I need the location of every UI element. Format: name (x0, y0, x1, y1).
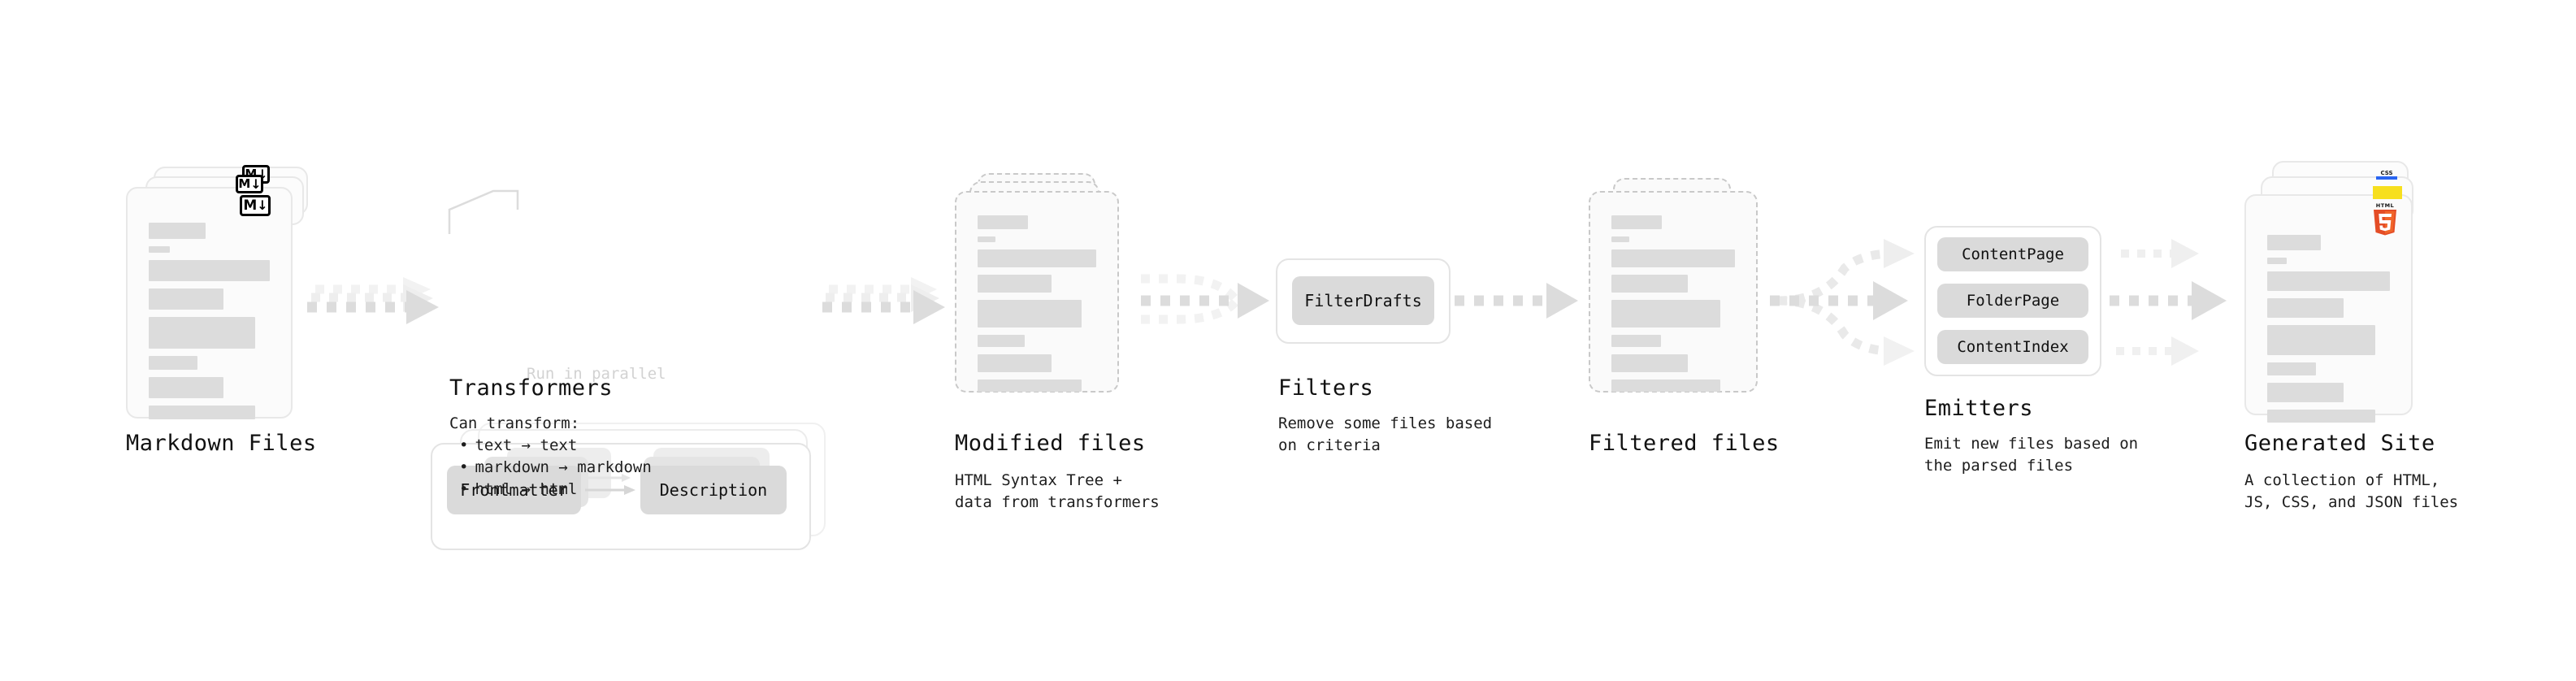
content-bar (1611, 380, 1720, 392)
content-bar (149, 317, 256, 349)
transformer-inner-arrows (585, 463, 635, 495)
filtered-card-lines (1611, 215, 1735, 399)
content-bar (149, 246, 170, 253)
markdown-icon: M↓ (240, 195, 271, 216)
content-bar (1611, 300, 1720, 327)
content-bar (978, 249, 1096, 267)
arrow-filters-to-filtered (1455, 283, 1578, 319)
stage-title-markdown-files: Markdown Files (126, 431, 317, 456)
markdown-card-lines (149, 223, 270, 427)
javascript-icon (2373, 186, 2402, 199)
content-bar (1611, 215, 1662, 229)
emitter-chip-folderpage[interactable]: FolderPage (1937, 284, 2088, 318)
content-bar (2267, 383, 2344, 402)
markdown-icon-glyph: ↓ (257, 197, 267, 213)
stage-subtitle-modified-files: HTML Syntax Tree + data from transformer… (955, 471, 1160, 511)
arrow-filtered-to-emitters (1770, 239, 1915, 366)
stage-emitters: ContentPage FolderPage ContentIndex (1924, 226, 2119, 380)
run-in-parallel-label: Run in parallel (527, 365, 666, 383)
stage-title-filtered-files: Filtered files (1589, 431, 1780, 456)
content-bar (2267, 271, 2390, 291)
site-card-lines (2267, 235, 2390, 430)
arrow-emitters-to-site (2110, 239, 2227, 366)
content-bar (978, 335, 1026, 347)
content-bar (149, 356, 197, 370)
content-bar (978, 380, 1082, 392)
content-bar (978, 236, 995, 242)
content-bar (2267, 325, 2375, 355)
arrow-transformers-to-modified (822, 277, 945, 324)
content-bar (2267, 258, 2287, 264)
content-bar (2267, 298, 2344, 318)
stage-subtitle-transformers: Can transform: (449, 414, 580, 432)
html5-icon-svg: HTML (2374, 202, 2396, 236)
content-bar (1611, 275, 1689, 293)
stage-markdown-files: M↓ M↓ M↓ (126, 165, 313, 427)
css3-icon-underline (2376, 176, 2397, 180)
list-item: markdown → markdown (459, 457, 651, 479)
content-bar (149, 260, 270, 281)
content-bar (149, 288, 224, 310)
svg-text:HTML: HTML (2376, 202, 2394, 209)
content-bar (2267, 410, 2375, 423)
markdown-card-front (126, 187, 293, 419)
content-bar (1611, 354, 1689, 372)
content-bar (1611, 249, 1735, 267)
content-bar (149, 223, 206, 239)
emitter-chip-contentpage[interactable]: ContentPage (1937, 237, 2088, 271)
content-bar (978, 300, 1082, 327)
stage-title-emitters: Emitters (1924, 396, 2034, 421)
markdown-icon-letter: M (243, 197, 257, 214)
stage-generated-site: CSS HTML (2244, 161, 2456, 437)
site-card-front-html (2244, 194, 2413, 423)
run-in-parallel-bracket (448, 189, 519, 234)
stage-title-transformers: Transformers (449, 375, 614, 401)
emitter-chip-contentindex[interactable]: ContentIndex (1937, 330, 2088, 364)
stage-title-filters: Filters (1278, 375, 1374, 401)
stage-title-modified-files: Modified files (955, 431, 1146, 456)
site-card-stack: CSS HTML (2244, 161, 2456, 437)
content-bar (2267, 235, 2321, 250)
css3-icon: CSS (2376, 170, 2397, 180)
arrow-modified-to-filters (1141, 274, 1269, 324)
stage-filters: FilterDrafts (1276, 258, 1455, 348)
content-bar (2267, 362, 2317, 375)
modified-card-stack (955, 173, 1142, 433)
stage-filtered-files (1589, 173, 1776, 433)
list-item: text → text (459, 435, 652, 457)
stage-title-generated-site: Generated Site (2244, 431, 2435, 456)
modified-card-lines (978, 215, 1096, 399)
content-bar (1611, 335, 1661, 347)
css3-icon-label: CSS (2380, 170, 2393, 176)
content-bar (978, 215, 1028, 229)
transformer-chip-description[interactable]: Description (640, 466, 787, 514)
list-item: html → html (459, 479, 652, 501)
stage-subtitle-filters: Remove some files based on criteria (1278, 414, 1493, 454)
content-bar (978, 275, 1052, 293)
markdown-card-stack: M↓ M↓ M↓ (126, 165, 313, 427)
filtered-card-front (1589, 191, 1758, 393)
content-bar (1611, 236, 1629, 242)
transformer-bullet-list: text → text markdown → markdown html → h… (459, 435, 652, 501)
markdown-icon-back-1: M↓ (236, 175, 263, 193)
filtered-card-stack (1589, 173, 1776, 433)
modified-card-front (955, 191, 1119, 393)
html5-icon: HTML (2370, 202, 2400, 236)
content-bar (149, 377, 224, 398)
stage-transformers: Run in parallel Frontmatter Description (431, 187, 837, 550)
content-bar (978, 354, 1052, 372)
stage-modified-files (955, 173, 1142, 433)
filter-chip-filterdrafts[interactable]: FilterDrafts (1292, 276, 1434, 325)
arrow-markdown-to-transformers (307, 277, 439, 324)
stage-subtitle-generated-site: A collection of HTML, JS, CSS, and JSON … (2244, 471, 2459, 511)
content-bar (149, 406, 256, 419)
stage-subtitle-emitters: Emit new files based on the parsed files (1924, 435, 2139, 475)
